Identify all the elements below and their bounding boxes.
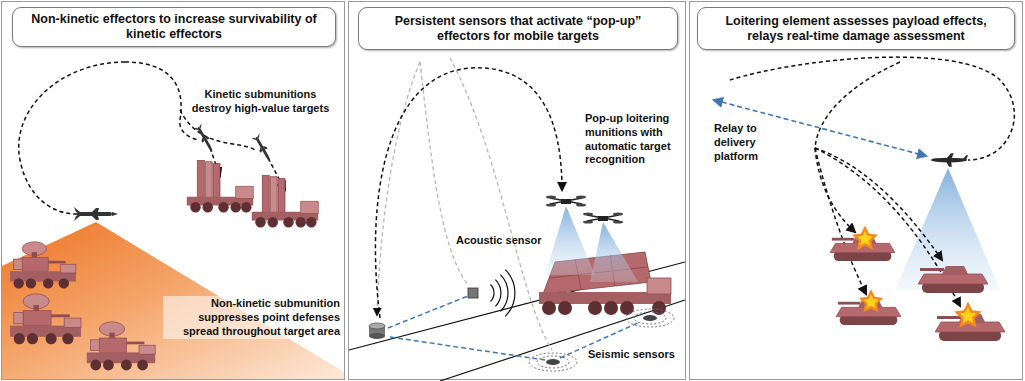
acoustic-sensor <box>468 288 478 298</box>
header-box: Persistent sensors that activate “pop-up… <box>358 7 678 50</box>
panel-frame <box>2 2 345 380</box>
sound-wave <box>495 280 501 307</box>
header-box: Loitering element assesses payload effec… <box>697 7 1015 50</box>
annotation-label: Non-kinetic submunition suppresses point… <box>163 296 342 339</box>
sensor-beam <box>590 222 638 282</box>
flight-path <box>375 68 562 318</box>
attack-path <box>815 148 866 294</box>
explosion <box>954 302 981 328</box>
armored-vehicle <box>918 266 988 293</box>
flight-path <box>180 110 255 150</box>
sound-wave <box>491 285 495 302</box>
sam-launcher <box>187 160 254 213</box>
annotation-label: Acoustic sensor <box>456 234 548 248</box>
annotation-label: Seismic sensors <box>588 348 680 362</box>
annotation-label: Relay to delivery platform <box>714 122 776 163</box>
panel-frame <box>690 2 1023 380</box>
seismic-sensor <box>546 359 560 365</box>
flight-path <box>125 62 198 140</box>
air-defense-vehicle <box>10 294 81 344</box>
relay-node <box>369 323 385 329</box>
deploy-path <box>420 62 468 285</box>
attack-path <box>815 148 942 260</box>
air-defense-vehicle <box>87 322 155 371</box>
flight-path <box>19 62 125 214</box>
sound-wave <box>500 275 508 312</box>
data-link <box>388 296 468 328</box>
deploy-path <box>450 58 552 350</box>
non-kinetic-munition <box>74 207 118 221</box>
kinetic-submunition <box>193 124 216 155</box>
annotation-label: Kinetic submunitions destroy high-value … <box>188 88 333 116</box>
loitering-drone <box>546 196 586 207</box>
jamming-cone <box>2 222 344 379</box>
sam-launcher <box>252 175 319 228</box>
panel-frame <box>349 2 686 380</box>
header-text: Loitering element assesses payload effec… <box>706 14 1006 44</box>
header-box: Non-kinetic effectors to increase surviv… <box>12 7 336 47</box>
air-defense-vehicle <box>10 242 76 289</box>
loitering-element <box>931 153 968 166</box>
seismic-ring <box>626 309 674 327</box>
seismic-ring <box>537 356 569 368</box>
deploy-path <box>377 62 420 315</box>
data-link <box>390 337 545 360</box>
seismic-ring <box>529 353 577 371</box>
flight-path <box>815 62 900 148</box>
flight-path <box>730 57 1014 160</box>
seismic-ring <box>634 312 666 324</box>
sound-wave <box>505 270 515 317</box>
seismic-sensor <box>643 315 657 321</box>
attack-path <box>815 148 855 232</box>
relay-node <box>369 333 385 339</box>
explosion <box>852 225 878 250</box>
kinetic-submunition <box>251 134 274 165</box>
loitering-drone <box>583 213 623 224</box>
header-text: Non-kinetic effectors to increase surviv… <box>21 12 327 42</box>
annotation-label: Pop-up loitering munitions with automati… <box>585 112 681 167</box>
header-text: Persistent sensors that activate “pop-up… <box>367 14 669 44</box>
explosion <box>859 289 883 312</box>
sensor-beam <box>545 206 595 275</box>
